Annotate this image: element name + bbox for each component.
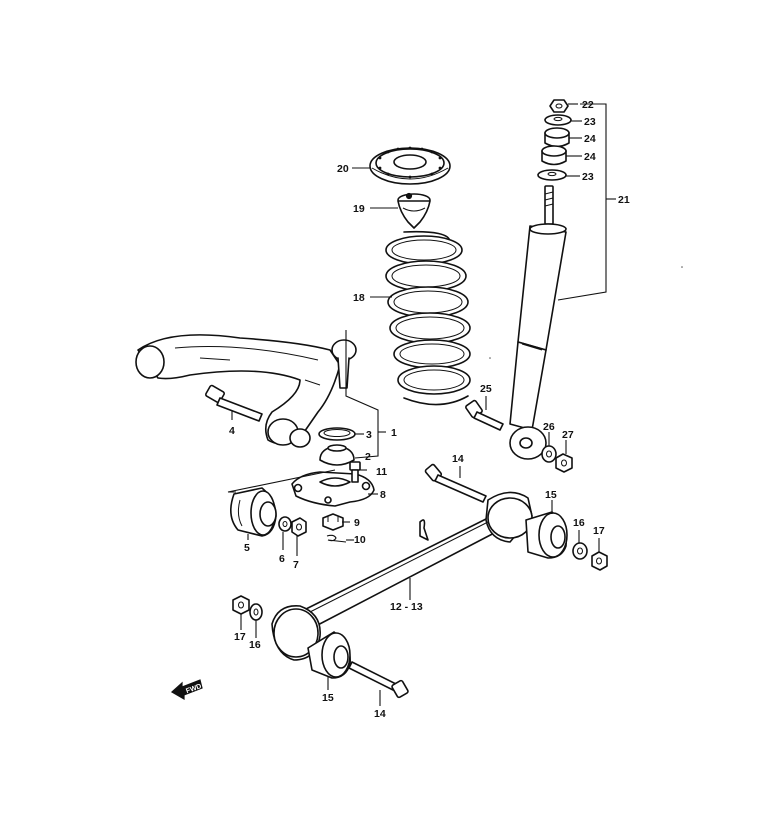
shock-bushing-upper <box>544 127 570 148</box>
upper-arm-bushing <box>230 487 277 537</box>
lateral-rod-nut-left <box>232 595 250 615</box>
callout-21: 21 <box>618 194 630 206</box>
callout-19: 19 <box>353 203 365 215</box>
ball-joint-plate-bolt <box>349 461 361 483</box>
lateral-rod-washer-left <box>249 603 263 621</box>
upper-arm-nut <box>291 517 307 537</box>
shock-lower-washer <box>541 445 557 463</box>
shock-lower-bolt <box>465 399 504 431</box>
ball-joint-plate <box>291 471 375 507</box>
upper-arm-washer <box>278 516 292 532</box>
coil-spring <box>385 230 471 406</box>
callout-15-right: 15 <box>545 489 557 501</box>
shock-lower-nut <box>555 453 573 473</box>
ball-joint-boot <box>319 444 355 466</box>
lateral-rod-bushing-right <box>525 511 568 559</box>
callout-2: 2 <box>365 451 371 463</box>
callout-8: 8 <box>380 489 386 501</box>
scan-speck <box>681 266 683 268</box>
callout-16-left: 16 <box>249 639 261 651</box>
upper-control-arm <box>135 334 357 448</box>
shock-top-nut <box>549 99 569 113</box>
spring-upper-seat <box>369 146 451 185</box>
forward-direction-arrow: FWD <box>170 679 203 701</box>
cotter-pin <box>326 534 347 543</box>
callout-11: 11 <box>376 466 387 478</box>
shock-top-washer-upper <box>544 114 572 126</box>
callout-22: 22 <box>582 99 594 111</box>
shock-top-washer-lower <box>537 169 567 181</box>
callout-17-right: 17 <box>593 525 605 537</box>
callout-14-lower: 14 <box>374 708 386 720</box>
callout-15-left: 15 <box>322 692 334 704</box>
lateral-rod-bolt-lower <box>348 661 409 699</box>
castle-nut <box>322 513 344 531</box>
bump-stopper <box>397 192 431 229</box>
callout-20: 20 <box>337 163 349 175</box>
callout-leader-lines <box>227 103 616 706</box>
callout-12-13: 12 - 13 <box>390 601 423 613</box>
callout-3: 3 <box>366 429 372 441</box>
callout-26: 26 <box>543 421 555 433</box>
shock-bushing-lower <box>541 145 567 166</box>
lateral-rod-bushing-left <box>307 631 351 679</box>
scan-speck <box>489 357 491 359</box>
lateral-rod-washer-right <box>572 542 588 560</box>
ball-joint-seal-ring <box>318 427 356 441</box>
callout-9: 9 <box>354 517 360 529</box>
callout-1: 1 <box>391 427 397 439</box>
shock-absorber <box>509 185 567 460</box>
callout-24-upper: 24 <box>584 133 596 145</box>
lateral-rod-bolt-upper <box>424 463 487 503</box>
callout-18: 18 <box>353 292 365 304</box>
callout-10: 10 <box>354 534 366 546</box>
callout-23-lower: 23 <box>582 171 594 183</box>
callout-24-lower: 24 <box>584 151 596 163</box>
callout-25: 25 <box>480 383 492 395</box>
callout-16-right: 16 <box>573 517 585 529</box>
callout-23-upper: 23 <box>584 116 596 128</box>
callout-4: 4 <box>229 425 235 437</box>
callout-6: 6 <box>279 553 285 565</box>
callout-7: 7 <box>293 559 299 571</box>
callout-27: 27 <box>562 429 574 441</box>
callout-numbers: 1 2 3 4 5 6 7 8 9 10 11 12 - 13 14 14 15… <box>229 99 630 720</box>
lateral-rod <box>271 491 533 661</box>
callout-14-upper: 14 <box>452 453 464 465</box>
callout-17-left: 17 <box>234 631 246 643</box>
upper-arm-bolt <box>205 384 263 422</box>
lateral-rod-nut-right <box>591 551 608 571</box>
callout-5: 5 <box>244 542 250 554</box>
